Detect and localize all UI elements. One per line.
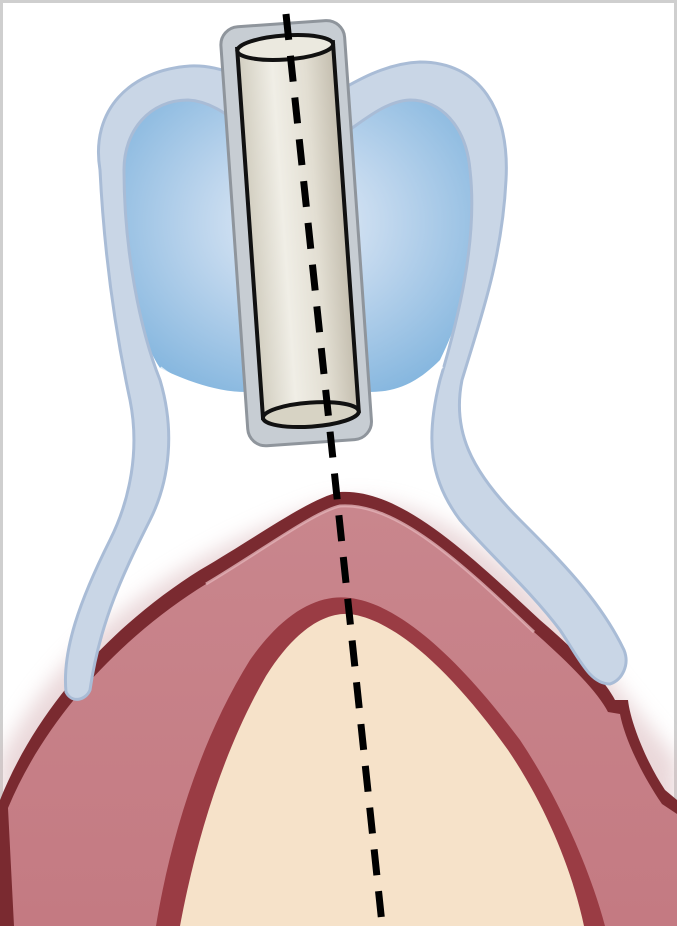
- implant-guide-diagram: [0, 0, 677, 926]
- diagram-frame: [0, 0, 677, 926]
